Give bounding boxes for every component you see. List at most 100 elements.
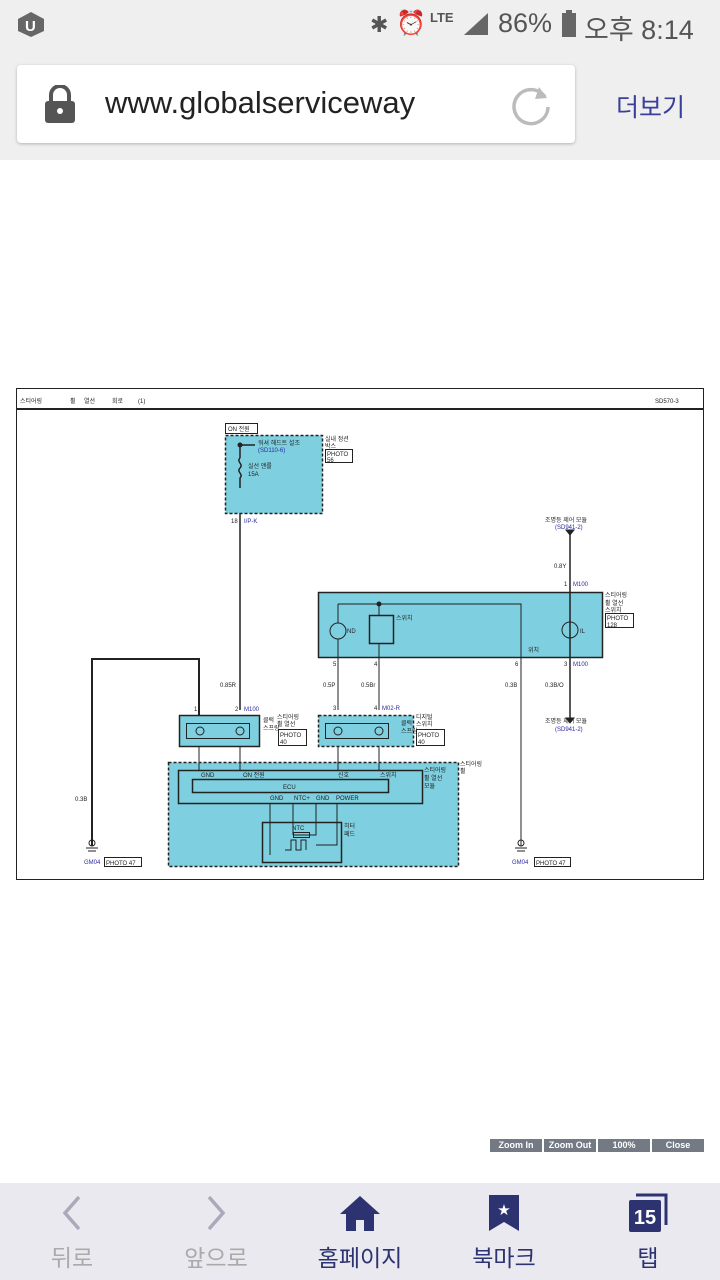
diagram-label-swm1: 스티어링 bbox=[605, 591, 627, 599]
nd-lamp-icon bbox=[329, 622, 347, 640]
diagram-label-m02r: M02-R bbox=[382, 706, 401, 712]
photo-56-box bbox=[325, 449, 353, 463]
clock-spring-connector bbox=[178, 714, 261, 748]
diagram-label-bp5: 5 bbox=[333, 662, 337, 668]
diagram-label-photo40a: PHOTO bbox=[280, 733, 302, 739]
diagram-label-photo40b: 40 bbox=[280, 740, 287, 746]
diagram-label-fuse-amp: 15A bbox=[248, 472, 259, 478]
browser-header: U ✱ ⏰ LTE 86% 오후 8:14 www.globalservicew… bbox=[0, 0, 720, 160]
ground-left-icon bbox=[88, 839, 96, 847]
fuse-wire bbox=[238, 444, 255, 710]
nav-label: 뒤로 bbox=[50, 1245, 94, 1271]
diagram-label-ecu-sw: 스위치 bbox=[380, 771, 397, 779]
zoom-toolbar: Zoom In Zoom Out 100% Close bbox=[490, 1139, 704, 1152]
diagram-label-ntc: NTC bbox=[292, 826, 305, 832]
signal-icon bbox=[464, 13, 488, 35]
nav-bookmark[interactable]: ★북마크 bbox=[432, 1183, 576, 1280]
diagram-label-b-gnd1: GND bbox=[270, 796, 284, 802]
clock-spring-inner bbox=[186, 723, 250, 739]
home-icon bbox=[340, 1196, 380, 1231]
diagram-label-w08y: 0.8Y bbox=[554, 564, 566, 570]
address-bar[interactable]: www.globalserviceway bbox=[17, 65, 575, 143]
nav-tabs[interactable]: 15 탭 bbox=[576, 1183, 720, 1280]
diagram-label-bp4: 4 bbox=[374, 662, 378, 668]
diagram-label-dig2: 스위치 bbox=[416, 720, 433, 728]
ecu-block bbox=[191, 778, 390, 794]
diagram-label-m100b: M100 bbox=[573, 582, 589, 588]
bluetooth-icon: ✱ bbox=[370, 12, 389, 37]
diagram-label-nd: ND bbox=[347, 629, 356, 635]
nav-label: 북마크 bbox=[472, 1245, 536, 1271]
terminal-icon bbox=[374, 726, 384, 736]
diagram-label-p1: 1 bbox=[194, 707, 198, 713]
bottom-navigation: 뒤로 앞으로 홈페이지 ★북마크 15 탭 bbox=[0, 1183, 720, 1280]
diagram-label-swi: 스위치 bbox=[396, 614, 413, 622]
nav-label: 앞으로 bbox=[184, 1245, 248, 1271]
diagram-label-lamp-top: 조명등 제어 모듈 bbox=[545, 516, 587, 524]
ground-wire-left bbox=[91, 658, 200, 846]
terminal-icon bbox=[333, 726, 343, 736]
ground-symbol bbox=[515, 847, 527, 852]
diagram-label-photo47a: PHOTO 47 bbox=[106, 861, 136, 867]
diagram-label-header-code: SD570-3 bbox=[655, 399, 679, 405]
heater-pad bbox=[261, 821, 343, 864]
nav-label: 홈페이지 bbox=[317, 1245, 403, 1271]
module-wires bbox=[198, 746, 380, 855]
ground-symbol bbox=[86, 847, 98, 852]
nav-label: 탭 bbox=[637, 1245, 659, 1271]
diagram-label-photo47b: PHOTO 47 bbox=[536, 861, 566, 867]
diagram-label-on-power: ON 전원 bbox=[228, 425, 250, 433]
on-power-box bbox=[225, 423, 258, 434]
digital-switch-inner bbox=[325, 723, 389, 739]
reload-icon[interactable] bbox=[509, 83, 553, 127]
battery-icon bbox=[562, 10, 576, 37]
nav-forward[interactable]: 앞으로 bbox=[144, 1183, 288, 1280]
zoom-out-button[interactable]: Zoom Out bbox=[544, 1139, 596, 1152]
diagram-label-il: IL bbox=[580, 629, 586, 635]
diagram-label-pin18: 18 bbox=[231, 519, 238, 525]
arrow-icon bbox=[564, 529, 576, 724]
diagram-label-p4: 4 bbox=[374, 706, 378, 712]
zoom-100-button[interactable]: 100% bbox=[598, 1139, 650, 1152]
more-button[interactable]: 더보기 bbox=[616, 94, 686, 122]
diagram-label-b-ntc: NTC+ bbox=[294, 796, 310, 802]
diagram-label-shw1: 스티어링 bbox=[277, 713, 299, 721]
diagram-label-pos: 위치 bbox=[528, 646, 539, 654]
zoom-in-button[interactable]: Zoom In bbox=[490, 1139, 542, 1152]
diagram-label-photo128b: 128 bbox=[607, 623, 618, 629]
diagram-label-mod1: 스티어링 bbox=[424, 766, 446, 774]
diagram-label-junction2: 박스 bbox=[325, 442, 337, 450]
switch-wires bbox=[337, 603, 522, 846]
diagram-label-ecu-gnd: GND bbox=[201, 773, 215, 779]
nav-back[interactable]: 뒤로 bbox=[0, 1183, 144, 1280]
close-button[interactable]: Close bbox=[652, 1139, 704, 1152]
diagram-label-clk4: 스프링 bbox=[401, 728, 418, 735]
alarm-icon: ⏰ bbox=[396, 10, 426, 37]
diagram-label-p2: 2 bbox=[235, 707, 239, 713]
switch-module bbox=[317, 591, 604, 659]
diagram-label-shw2: 휠 열선 bbox=[277, 720, 295, 728]
clock: 오후 8:14 bbox=[584, 15, 694, 45]
diagram-label-lamp-bot-code: (SD941-2) bbox=[555, 727, 583, 733]
diagram-label-b-gnd2: GND bbox=[316, 796, 330, 802]
diagram-label-clk3: 클럭 bbox=[401, 719, 412, 727]
diagram-label-photo56a: PHOTO bbox=[327, 452, 349, 458]
diagram-label-junction1: 실내 정션 bbox=[325, 435, 349, 443]
diagram-label-ecu-sig: 신호 bbox=[338, 771, 350, 779]
diagram-label-photo40c: PHOTO bbox=[418, 733, 440, 739]
diagram-label-fuse-name: 실선 앤를 bbox=[248, 462, 272, 470]
diagram-label-bp3: 3 bbox=[564, 662, 568, 668]
ntc-resistor bbox=[293, 832, 310, 838]
tabs-icon: 15 bbox=[629, 1193, 668, 1232]
nav-home[interactable]: 홈페이지 bbox=[288, 1183, 432, 1280]
diagram-label-photo128a: PHOTO bbox=[607, 616, 629, 622]
diagram-label-lamp-bot: 조명등 제어 모듈 bbox=[545, 717, 587, 725]
diagram-label-mod3: 모듈 bbox=[424, 783, 436, 790]
diagram-label-fuse-ref: 워셔 헤드트 설조 bbox=[258, 439, 300, 447]
url-field[interactable]: www.globalserviceway bbox=[105, 85, 416, 120]
diagram-label-fuse-ref-code: (SD110-6) bbox=[258, 448, 285, 454]
junction-box bbox=[224, 434, 324, 515]
junction-dot bbox=[376, 601, 382, 607]
diagram-label-photo56b: 56 bbox=[327, 458, 334, 464]
